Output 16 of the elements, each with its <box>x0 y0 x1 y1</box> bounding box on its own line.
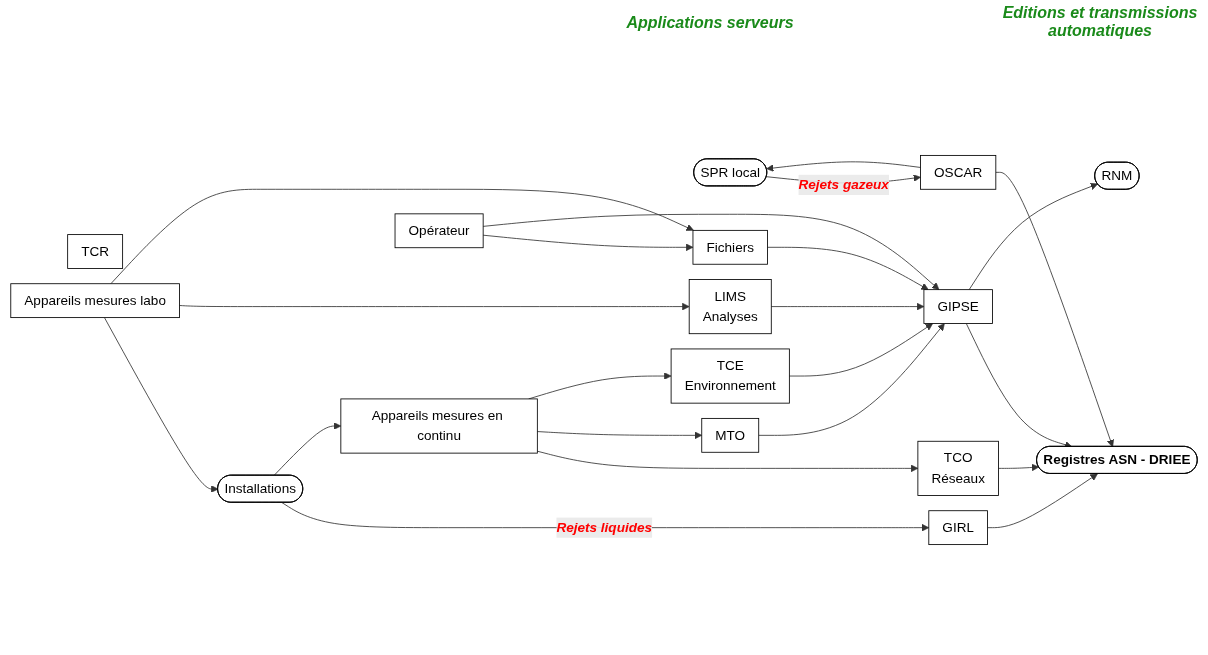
annotation-text: Applications serveurs <box>625 14 795 32</box>
node-box: TCR <box>67 234 124 269</box>
node-box: TCO Réseaux <box>917 440 999 496</box>
node-box: Fichiers <box>692 229 768 265</box>
node-box: LIMS Analyses <box>688 279 772 335</box>
node-box: MTO <box>701 417 760 453</box>
node-box: OSCAR <box>920 154 997 190</box>
edge-label: Rejets gazeux <box>798 177 889 192</box>
node-box: GIPSE <box>923 289 993 324</box>
annotation-text: Editions et transmissions automatiques <box>1001 4 1199 40</box>
edge-label: Rejets liquides <box>556 520 653 535</box>
node-box: Appareils mesures en continu <box>340 398 538 454</box>
node-box: TCE Environnement <box>670 348 790 404</box>
node-box: Opérateur <box>394 213 484 249</box>
node-box: GIRL <box>928 510 988 546</box>
node-box: Appareils mesures labo <box>10 283 180 319</box>
